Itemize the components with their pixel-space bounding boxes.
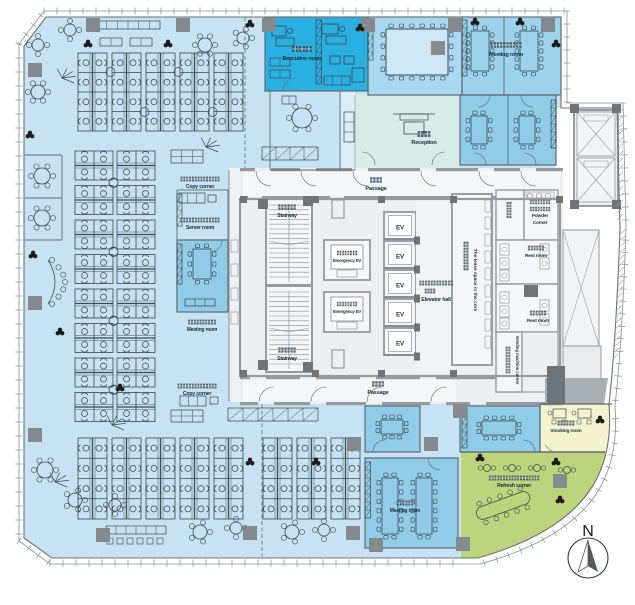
svg-text:Vending machine corner: Vending machine corner [515, 336, 520, 385]
svg-text:Emergency EV: Emergency EV [333, 258, 362, 263]
svg-text:EV: EV [396, 254, 405, 261]
svg-text:Meeting room: Meeting room [187, 327, 218, 333]
svg-text:Stairway: Stairway [277, 213, 297, 219]
svg-text:Stairway: Stairway [277, 356, 297, 362]
svg-text:Smoking room: Smoking room [550, 428, 581, 434]
svg-text:Meeting room: Meeting room [390, 508, 421, 514]
svg-text:Elevator hall: Elevator hall [421, 297, 451, 303]
svg-text:Server room: Server room [186, 225, 215, 231]
svg-text:Passage: Passage [365, 186, 386, 192]
svg-text:Copy corner: Copy corner [186, 184, 215, 190]
svg-text:EV: EV [396, 312, 405, 319]
svg-text:Reception: Reception [411, 140, 437, 146]
svg-text:Powder: Powder [532, 213, 548, 219]
svg-text:EV: EV [396, 283, 405, 290]
svg-text:EV: EV [396, 341, 405, 348]
svg-text:Emergency EV: Emergency EV [333, 309, 362, 314]
svg-text:Rest room: Rest room [525, 253, 547, 259]
svg-text:Executive room: Executive room [283, 56, 322, 62]
svg-text:Corner: Corner [533, 220, 548, 226]
svg-text:Passage: Passage [367, 390, 388, 396]
svg-text:Meeting room: Meeting room [489, 52, 523, 58]
svg-text:N: N [582, 523, 594, 540]
svg-text:Rest room: Rest room [527, 318, 549, 324]
svg-text:Refresh corner: Refresh corner [497, 483, 531, 489]
svg-text:Copy corner: Copy corner [183, 391, 212, 397]
svg-text:The lease space in the core: The lease space in the core [472, 249, 478, 312]
svg-text:EV: EV [396, 225, 405, 232]
